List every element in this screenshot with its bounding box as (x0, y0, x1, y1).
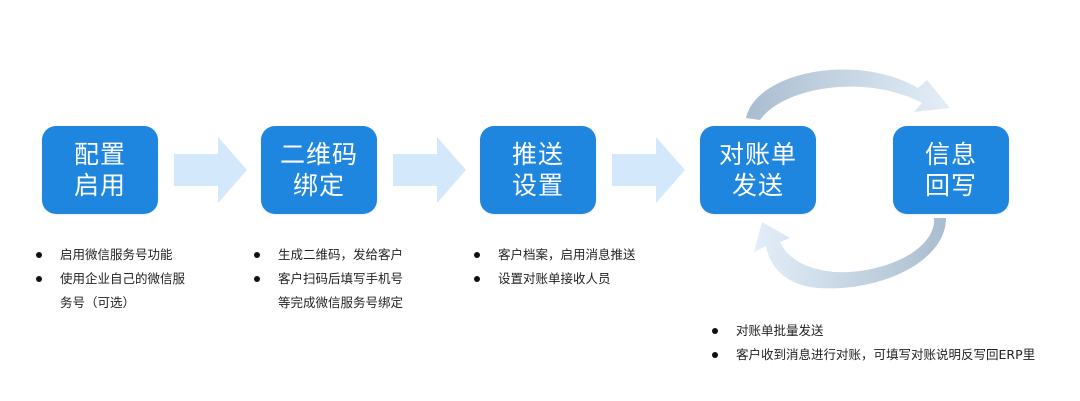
list-item: 启用微信服务号功能 (34, 243, 185, 267)
step-label-line1: 对账单 (718, 140, 797, 169)
list-item: 客户档案，启用消息推送 (472, 243, 636, 267)
list-item: 客户收到消息进行对账，可填写对账说明反写回ERP里 (710, 343, 1035, 367)
step-label-line1: 信息 (924, 140, 977, 169)
cycle-arrow-top-icon (746, 69, 950, 120)
step-label-line2: 发送 (731, 171, 784, 200)
step-label-line2: 启用 (73, 171, 126, 200)
arrow-right-icon (612, 137, 685, 203)
step-label-line2: 绑定 (292, 171, 345, 200)
step-statement-send: 对账单 发送 (700, 126, 816, 214)
step-label-line2: 设置 (511, 171, 564, 200)
notes-step3: 客户档案，启用消息推送 设置对账单接收人员 (472, 243, 636, 291)
step-qrcode-binding: 二维码 绑定 (261, 126, 377, 214)
step-label-line2: 回写 (924, 171, 977, 200)
notes-step2: 生成二维码，发给客户 客户扫码后填写手机号 等完成微信服务号绑定 (252, 243, 403, 315)
step-label-line1: 推送 (511, 140, 564, 169)
list-item: 设置对账单接收人员 (472, 267, 636, 291)
step-label-line1: 二维码 (279, 140, 358, 169)
step-push-settings: 推送 设置 (480, 126, 596, 214)
arrow-right-icon (393, 137, 466, 203)
notes-step4: 对账单批量发送 客户收到消息进行对账，可填写对账说明反写回ERP里 (710, 319, 1035, 367)
notes-step1: 启用微信服务号功能 使用企业自己的微信服 务号（可选） (34, 243, 185, 315)
arrow-right-icon (174, 137, 247, 203)
step-config-enable: 配置 启用 (42, 126, 158, 214)
list-item: 客户扫码后填写手机号 等完成微信服务号绑定 (252, 267, 403, 315)
cycle-arrow-bottom-icon (754, 218, 946, 289)
list-item: 对账单批量发送 (710, 319, 1035, 343)
list-item: 生成二维码，发给客户 (252, 243, 403, 267)
step-info-writeback: 信息 回写 (893, 126, 1009, 214)
step-label-line1: 配置 (73, 140, 126, 169)
list-item: 使用企业自己的微信服 务号（可选） (34, 267, 185, 315)
